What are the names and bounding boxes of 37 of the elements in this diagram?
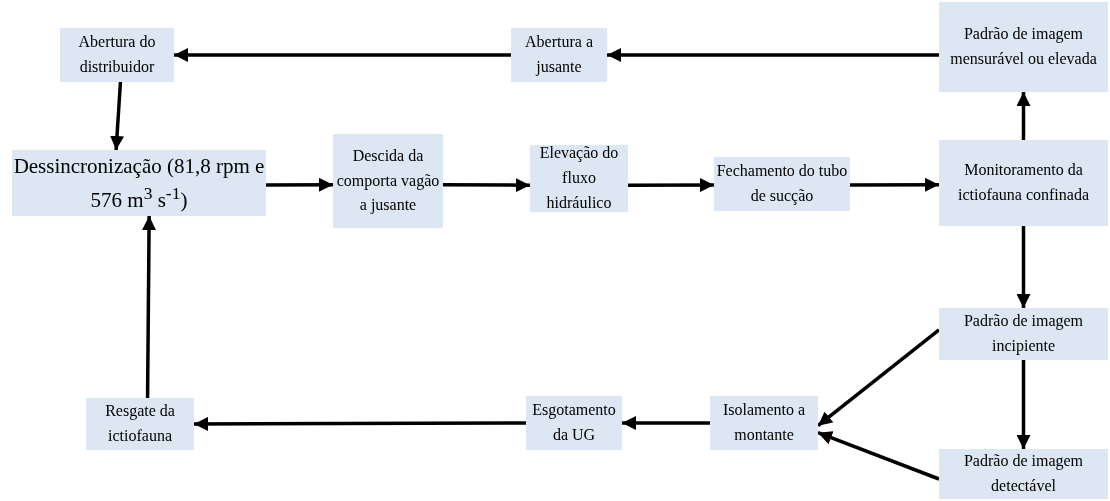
node-label: Esgotamento da UG <box>531 400 617 445</box>
arrow <box>110 81 124 151</box>
node-label: Isolamento a montante <box>721 400 807 445</box>
process-box <box>939 2 1108 92</box>
process-box <box>939 308 1108 360</box>
arrow <box>142 216 157 398</box>
process-box <box>511 28 607 82</box>
arrow <box>1016 92 1031 140</box>
node-label: Resgate da ictiofauna <box>104 401 176 446</box>
node-label: Elevação do fluxo hidráulico <box>538 143 620 213</box>
process-box <box>939 140 1108 226</box>
node-label: Padrão de imagem incipiente <box>962 311 1085 357</box>
arrow <box>628 178 714 193</box>
arrow <box>607 48 939 62</box>
node-label: Padrão de imagem mensurável ou elevada <box>949 24 1098 69</box>
node-label: Fechamento do tubo de sucção <box>715 161 849 207</box>
node-label: Abertura do distribuidor <box>77 32 157 77</box>
process-box <box>530 145 628 212</box>
arrow <box>194 416 526 431</box>
process-box <box>60 28 174 82</box>
arrow <box>817 431 940 481</box>
arrow <box>850 177 939 192</box>
node-label: Dessincronização (81,8 rpm e 576 m$^{3}$ s$^{-1}$) <box>12 152 266 214</box>
node-label: Descida da comporta vagão a jusante <box>335 145 441 216</box>
process-box <box>710 396 818 450</box>
process-box <box>939 449 1108 499</box>
arrow <box>622 416 710 430</box>
arrow <box>443 178 530 193</box>
arrow <box>1016 360 1031 449</box>
arrow <box>1016 226 1031 308</box>
process-box <box>333 134 443 228</box>
node-label: Abertura a jusante <box>524 32 594 78</box>
arrow <box>266 177 333 192</box>
process-box <box>86 398 194 450</box>
node-label: Monitoramento da ictiofauna confinada <box>956 160 1090 205</box>
node-label: Padrão de imagem detectável <box>962 451 1085 496</box>
arrow <box>174 48 511 62</box>
